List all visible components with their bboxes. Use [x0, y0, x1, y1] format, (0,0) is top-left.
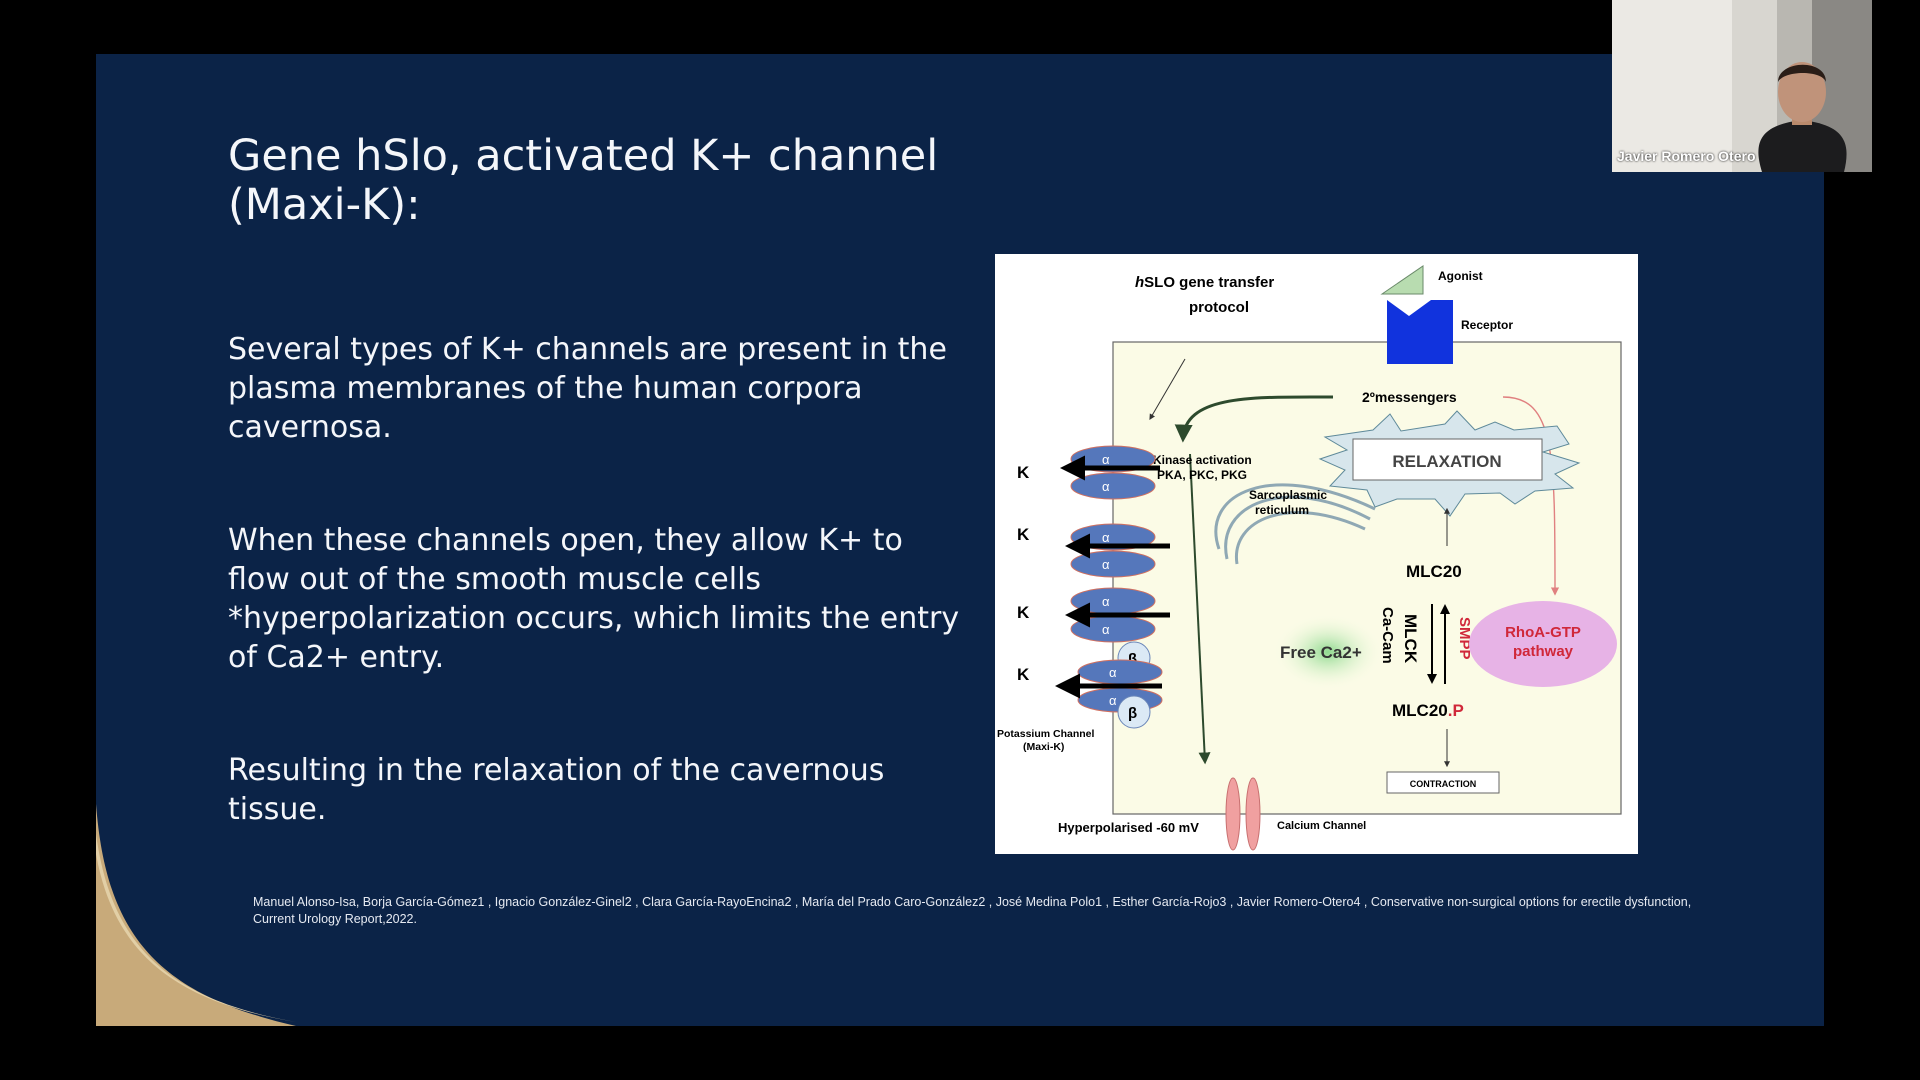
participant-name: Javier Romero Otero — [1617, 148, 1756, 164]
free-calcium-glow — [1273, 614, 1383, 690]
svg-text:α: α — [1102, 557, 1110, 572]
svg-text:β: β — [1128, 705, 1137, 722]
calcium-channel-shape — [1225, 777, 1261, 851]
protocol-title: hSLO gene transfer — [1135, 274, 1274, 291]
k-ion-label-4: K — [1017, 665, 1030, 684]
slide-paragraph-hyperpolarization: When these channels open, they allow K+ … — [228, 523, 960, 675]
receptor-label: Receptor — [1461, 318, 1513, 332]
sarcoplasmic-reticulum-shape — [1214, 483, 1376, 565]
kinase-label-line2: PKA, PKC, PKG — [1157, 468, 1247, 482]
kinase-label-line1: Kinase activation — [1153, 453, 1252, 467]
gene-transfer-arrow — [1149, 358, 1186, 421]
ca-cam-label: Ca-Cam — [1379, 607, 1396, 664]
receptor-shape — [1387, 300, 1453, 364]
potassium-channel-1: α α — [1060, 445, 1160, 500]
k-ion-label-3: K — [1017, 603, 1030, 622]
contraction-box — [1386, 771, 1500, 794]
mlc20p-label: MLC20.P — [1392, 701, 1464, 720]
svg-text:α: α — [1109, 665, 1117, 680]
kinase-down-arrow — [1189, 453, 1211, 765]
rhoa-pathway-ellipse — [1469, 601, 1617, 687]
slide-paragraph-relaxation: Resulting in the relaxation of the caver… — [228, 753, 885, 827]
cell-membrane-box — [1112, 341, 1622, 815]
messenger-to-kinase-arrow — [1174, 395, 1334, 443]
potassium-channel-label-line1: Potassium Channel — [997, 728, 1095, 740]
free-calcium-label: Free Ca2+ — [1280, 643, 1362, 662]
presentation-slide: Gene hSlo, activated K+ channel (Maxi-K)… — [96, 54, 1824, 1026]
k-ion-label-2: K — [1017, 525, 1030, 544]
slide-citation: Manuel Alonso-Isa, Borja García-Gómez1 ,… — [253, 895, 1692, 926]
smpp-label: SMPP — [1456, 617, 1473, 660]
svg-text:β: β — [1128, 651, 1137, 668]
svg-text:α: α — [1102, 530, 1110, 545]
svg-text:α: α — [1102, 594, 1110, 609]
participant-video-tile[interactable]: Javier Romero Otero — [1612, 0, 1872, 172]
protocol-title-line2: protocol — [1189, 299, 1249, 316]
svg-text:α: α — [1102, 452, 1110, 467]
svg-text:α: α — [1109, 693, 1117, 708]
rhoa-label-line2: pathway — [1513, 643, 1574, 660]
relaxation-box — [1352, 438, 1543, 481]
hslo-diagram: hSLO gene transfer protocol Agonist Rece… — [995, 254, 1638, 854]
participant-video — [1612, 0, 1872, 172]
sarcoplasmic-label-line2: reticulum — [1255, 503, 1309, 517]
rhoa-label-line1: RhoA-GTP — [1505, 624, 1581, 641]
potassium-channel-2: α α — [1065, 523, 1170, 578]
slide-title: Gene hSlo, activated K+ channel (Maxi-K)… — [228, 131, 939, 230]
contraction-label: CONTRACTION — [1410, 779, 1477, 789]
calcium-channel-label: Calcium Channel — [1277, 820, 1366, 832]
svg-text:α: α — [1102, 479, 1110, 494]
potassium-channel-label-line2: (Maxi-K) — [1023, 741, 1064, 753]
mlck-label: MLCK — [1401, 614, 1420, 664]
potassium-channel-4: α α β — [1055, 659, 1163, 729]
sarcoplasmic-label-line1: Sarcoplasmic — [1249, 488, 1327, 502]
second-messengers-label: 2ºmessengers — [1362, 389, 1457, 405]
mlc20-label: MLC20 — [1406, 562, 1462, 581]
slide-paragraph-channels: Several types of K+ channels are present… — [228, 332, 947, 445]
agonist-triangle — [1380, 265, 1424, 295]
slide-corner-swoosh — [96, 804, 296, 1026]
relaxation-label: RELAXATION — [1392, 452, 1501, 471]
svg-text:α: α — [1102, 622, 1110, 637]
agonist-label: Agonist — [1438, 269, 1483, 283]
hyperpolarised-label: Hyperpolarised -60 mV — [1058, 820, 1199, 835]
k-ion-label-1: K — [1017, 463, 1030, 482]
